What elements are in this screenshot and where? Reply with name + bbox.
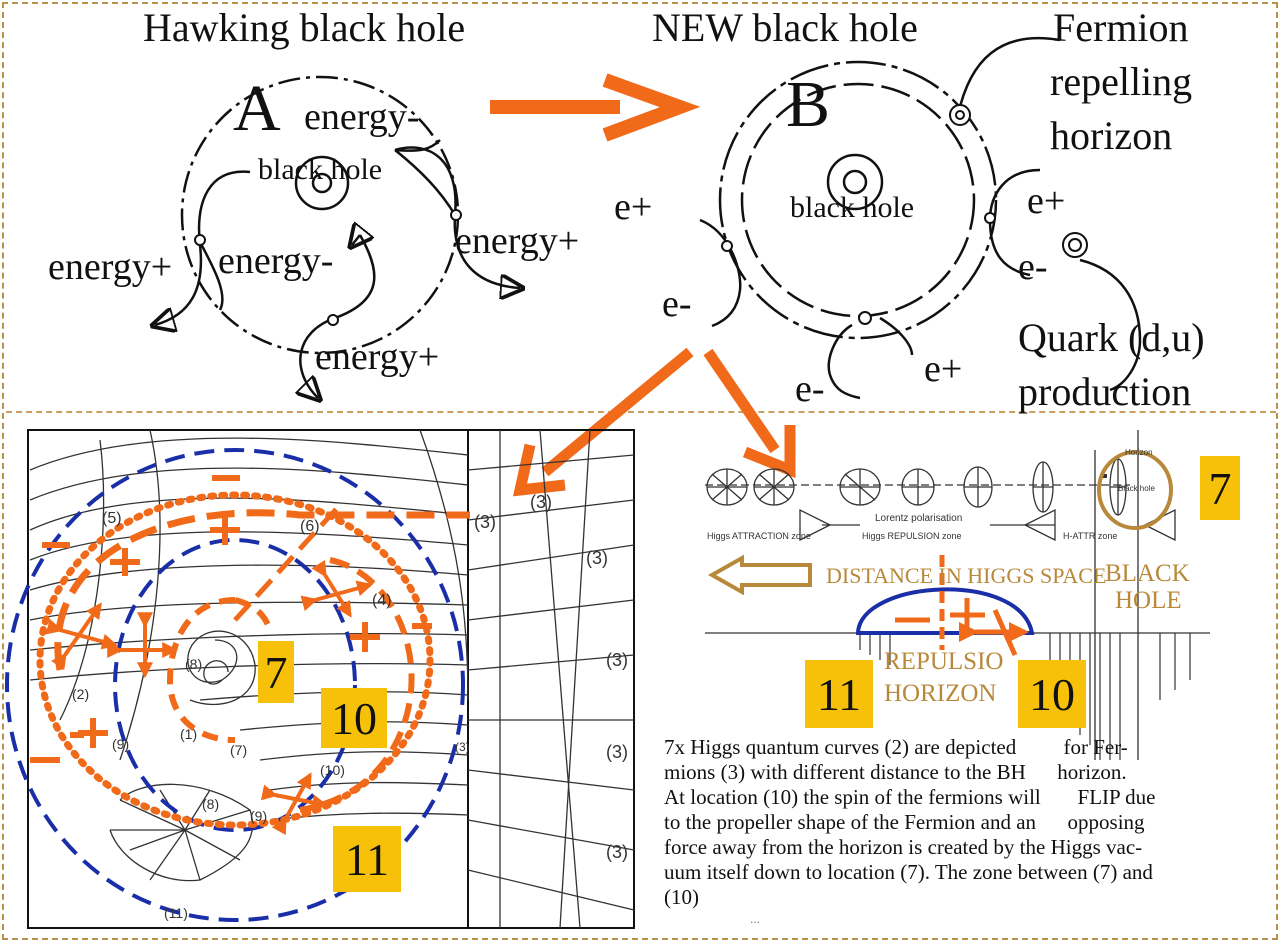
curve-label: (3): [606, 742, 628, 762]
branch-arrows: [512, 347, 796, 497]
a-energy-plus-bottom: energy+: [315, 336, 440, 378]
quark-label-line1: Quark (d,u): [1018, 315, 1205, 360]
quark-label-line2: production: [1018, 369, 1192, 414]
a-energy-plus-left: energy+: [48, 246, 173, 288]
caption-line: mions (3) with different distance to the…: [664, 760, 1127, 784]
curve-label: (3): [455, 740, 470, 754]
fermion-label-line3: horizon: [1050, 113, 1173, 158]
letter-a: A: [233, 72, 281, 145]
repulsion-label-2: HORIZON: [884, 680, 997, 707]
horizon-small-label: Horizon: [1125, 448, 1153, 457]
right-badge-10: 10: [1018, 660, 1086, 728]
black-hole-ring: [1097, 450, 1173, 530]
section-divider: [6, 411, 1276, 413]
higgs-curves-row: [705, 430, 1176, 760]
explanation-caption: 7x Higgs quantum curves (2) are depicted…: [664, 735, 1252, 910]
caption-line: (10): [664, 885, 699, 909]
left-badge-10: 10: [321, 688, 387, 748]
b-e-minus-bottom: e-: [795, 368, 825, 410]
left-panel-charge-signs: [42, 515, 380, 748]
repulsion-label-1: REPULSIO: [884, 648, 1004, 675]
left-panel-field-lines: [29, 429, 635, 929]
left-panel-blue-horizons: [5, 448, 465, 922]
repulsion-zone-label: Higgs REPULSION zone: [862, 531, 962, 541]
b-black-hole-label: black hole: [790, 191, 915, 224]
curve-label: (4): [372, 592, 392, 609]
curve-label: (9): [250, 808, 268, 824]
new-black-hole-circle: [718, 60, 998, 340]
right-badge-11: 11: [805, 660, 873, 728]
a-energy-plus-right: energy+: [455, 220, 580, 262]
curve-label: (6): [300, 518, 320, 535]
right-badge-7: 7: [1200, 456, 1240, 520]
caption-line: At location (10) the spin of the fermion…: [664, 785, 1156, 809]
black-hole-label-2: HOLE: [1115, 587, 1182, 614]
left-panel-orange-horizons: [30, 475, 470, 829]
curve-label: (3): [474, 512, 496, 532]
curve-label: (3): [606, 650, 628, 670]
b-e-plus-left: e+: [614, 186, 653, 228]
transition-arrow: [490, 73, 701, 142]
fermion-label-line1: Fermion: [1053, 5, 1189, 50]
distance-label: DISTANCE IN HIGGS SPACE: [826, 563, 1107, 588]
a-black-hole-label: black hole: [258, 153, 383, 186]
letter-b: B: [786, 68, 831, 141]
title-new-black-hole: NEW black hole: [652, 5, 918, 50]
curve-label: (8): [185, 656, 203, 672]
attraction-zone-label: Higgs ATTRACTION zone: [707, 531, 811, 541]
caption-line: uum itself down to location (7). The zon…: [664, 860, 1153, 884]
curve-label: (3): [606, 842, 628, 862]
black-hole-small-label: Black hole: [1118, 484, 1155, 493]
title-hawking-black-hole: Hawking black hole: [143, 5, 466, 50]
black-hole-label-1: BLACK: [1105, 560, 1190, 587]
b-e-minus-right: e-: [1018, 246, 1048, 288]
left-badge-11: 11: [333, 826, 401, 892]
b-e-minus-left: e-: [662, 283, 692, 325]
left-panel-spin-arrows: [45, 559, 374, 836]
caption-line: to the propeller shape of the Fermion an…: [664, 810, 1145, 834]
caption-line: 7x Higgs quantum curves (2) are depicted…: [664, 735, 1128, 759]
fermion-label-line2: repelling: [1050, 59, 1193, 104]
curve-label: (7): [230, 742, 248, 758]
caption-trailer: ...: [750, 912, 761, 926]
b-e-plus-bottom: e+: [924, 348, 963, 390]
repulsion-arc: [855, 587, 1035, 635]
curve-label: (2): [72, 686, 90, 702]
curve-label: (3): [586, 548, 608, 568]
b-e-plus-right: e+: [1027, 180, 1066, 222]
distance-direction-arrow: [707, 554, 812, 596]
a-energy-minus-mid: energy-: [218, 240, 334, 282]
curve-label: (5): [102, 510, 122, 527]
caption-line: force away from the horizon is created b…: [664, 835, 1143, 859]
lorentz-label: Lorentz polarisation: [875, 513, 963, 524]
curve-label: (10): [320, 762, 345, 778]
repulsion-markers: [895, 555, 1029, 657]
curve-label: (9): [112, 736, 130, 752]
left-badge-7: 7: [258, 641, 294, 703]
curve-label: (8): [202, 796, 220, 812]
h-attr-zone-label: H-ATTR zone: [1063, 531, 1118, 541]
curve-label: (3): [530, 492, 552, 512]
curve-label: (11): [164, 905, 188, 921]
a-energy-minus-top: energy-: [304, 96, 420, 138]
curve-label: (1): [180, 726, 198, 742]
